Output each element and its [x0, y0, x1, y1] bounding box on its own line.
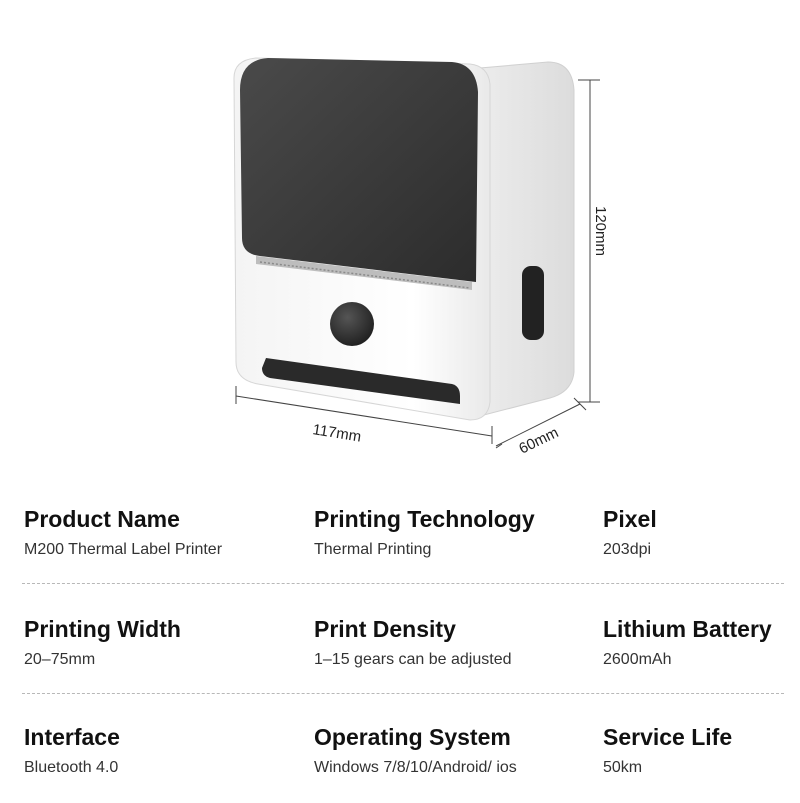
spec-value: Bluetooth 4.0: [24, 759, 119, 776]
spec-title: Lithium Battery: [603, 616, 772, 642]
spec-value: Windows 7/8/10/Android/ ios: [314, 759, 517, 776]
spec-value: M200 Thermal Label Printer: [24, 541, 223, 558]
spec-title: Printing Width: [24, 616, 181, 642]
spec-value: 50km: [603, 759, 643, 776]
height-label: 120mm: [592, 206, 609, 256]
spec-row: Product Name M200 Thermal Label Printer …: [0, 505, 800, 585]
spec-title: Service Life: [603, 724, 733, 750]
side-port: [522, 266, 544, 340]
spec-value: 203dpi: [603, 541, 652, 558]
product-image: 120mm 117mm 60mm: [233, 57, 609, 458]
spec-item-operating-system: Operating System Windows 7/8/10/Android/…: [314, 723, 517, 778]
spec-item-printing-width: Printing Width 20–75mm: [24, 615, 181, 670]
spec-item-printing-technology: Printing Technology Thermal Printing: [314, 505, 535, 560]
spec-item-pixel: Pixel 203dpi: [603, 505, 657, 560]
spec-value: 20–75mm: [24, 651, 96, 668]
depth-label: 60mm: [516, 424, 561, 458]
divider: [22, 693, 784, 694]
spec-item-lithium-battery: Lithium Battery 2600mAh: [603, 615, 772, 670]
spec-title: Operating System: [314, 724, 511, 750]
spec-title: Print Density: [314, 616, 456, 642]
spec-title: Interface: [24, 724, 120, 750]
printer-body: [233, 57, 575, 421]
width-label: 117mm: [311, 421, 362, 445]
spec-title: Product Name: [24, 506, 180, 532]
spec-item-interface: Interface Bluetooth 4.0: [24, 723, 120, 778]
spec-item-product-name: Product Name M200 Thermal Label Printer: [24, 505, 222, 560]
spec-row: Printing Width 20–75mm Print Density 1–1…: [0, 615, 800, 695]
spec-row: Interface Bluetooth 4.0 Operating System…: [0, 723, 800, 803]
spec-value: 1–15 gears can be adjusted: [314, 651, 512, 668]
spec-item-service-life: Service Life 50km: [603, 723, 732, 778]
spec-title: Printing Technology: [314, 506, 535, 532]
power-button: [330, 302, 374, 346]
divider: [22, 583, 784, 584]
spec-value: 2600mAh: [603, 651, 672, 668]
spec-table: Product Name M200 Thermal Label Printer …: [0, 495, 800, 800]
spec-value: Thermal Printing: [314, 541, 432, 558]
spec-title: Pixel: [603, 506, 657, 532]
height-dimension: 120mm: [578, 79, 609, 403]
bottom-vent: [262, 358, 460, 404]
spec-item-print-density: Print Density 1–15 gears can be adjusted: [314, 615, 511, 670]
